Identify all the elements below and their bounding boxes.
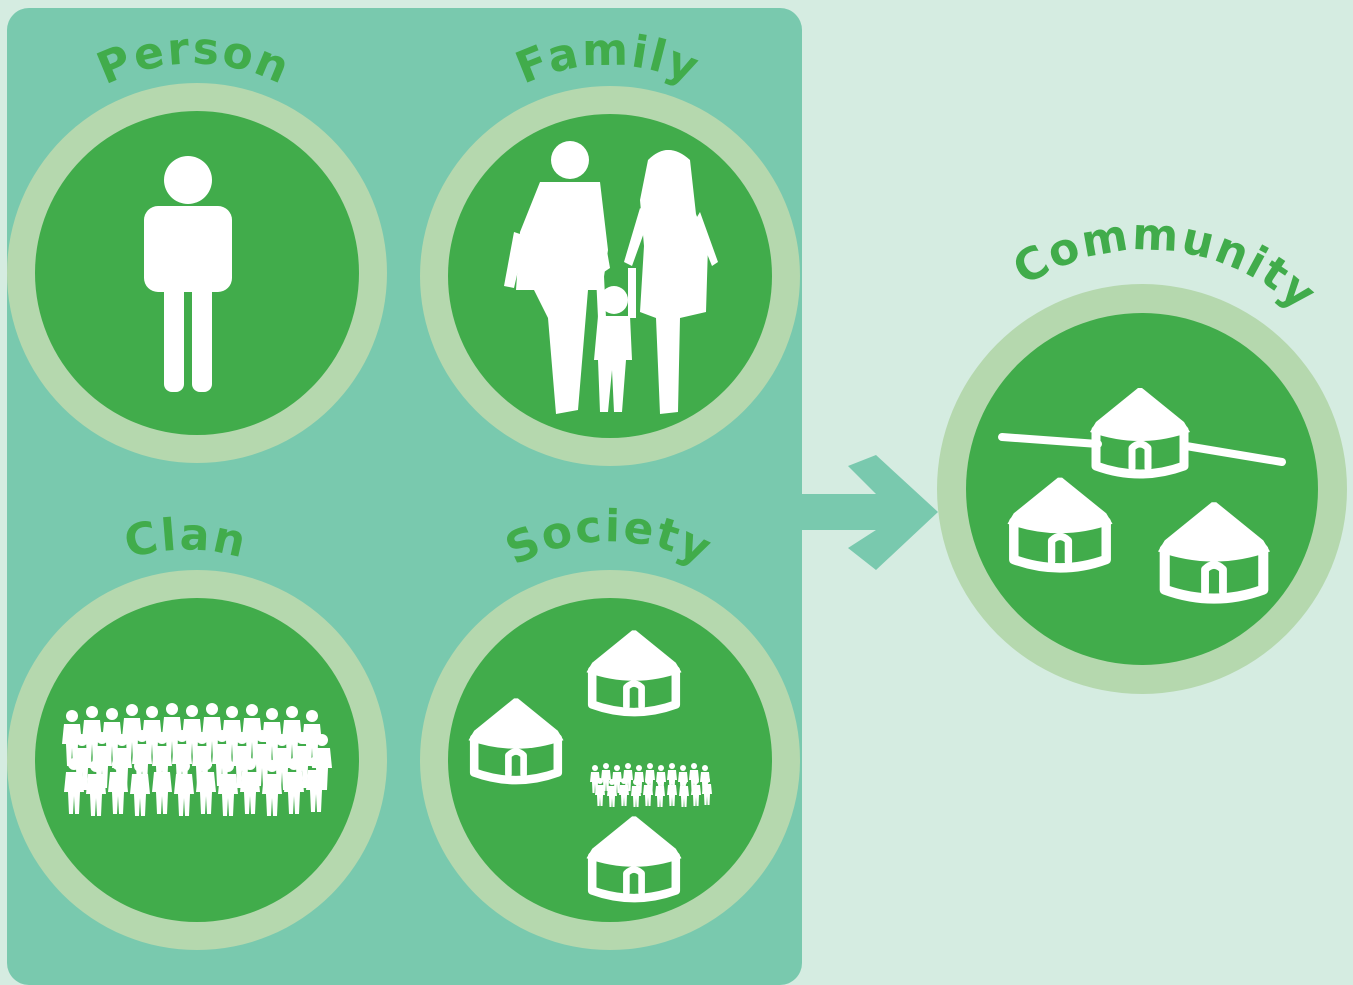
node-clan-label: Clan [120,509,252,568]
road-line [1182,442,1286,466]
node-society: Society [420,501,800,950]
person-icon [144,156,232,392]
node-family: Family [420,25,800,466]
connected-huts-icon [998,388,1286,599]
node-clan: Clan [7,509,387,950]
arrow-icon [802,455,938,570]
node-society-disc [448,598,772,922]
node-community: Community [937,209,1347,694]
family-icon [504,141,718,414]
node-community-disc [966,313,1318,665]
road-line [998,433,1102,448]
